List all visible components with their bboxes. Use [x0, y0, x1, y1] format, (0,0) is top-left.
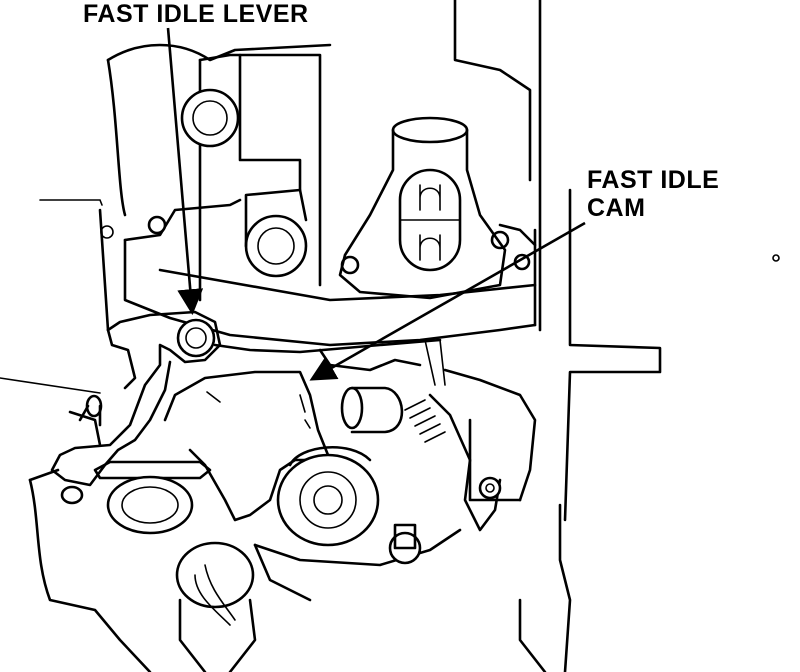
fast-idle-cam-label-line2: CAM [587, 194, 646, 222]
choke-tower [180, 53, 322, 302]
lower-fitting [175, 541, 257, 672]
vacuum-fitting [338, 116, 507, 300]
fast-idle-lever [50, 310, 222, 505]
carburetor-body [0, 0, 662, 672]
fast-idle-lever-label: FAST IDLE LEVER [83, 0, 309, 28]
fast-idle-cam-label-line1: FAST IDLE [587, 166, 720, 194]
idle-screw-assembly [340, 386, 502, 532]
throttle-body [213, 338, 537, 602]
throttle-shaft [276, 445, 380, 547]
fast-idle-lever-arrow [166, 27, 204, 316]
fast-idle-cam-label: FAST IDLE CAM [587, 166, 719, 222]
upper-flange [100, 198, 780, 347]
fast-idle-cam-arrow [309, 221, 586, 381]
